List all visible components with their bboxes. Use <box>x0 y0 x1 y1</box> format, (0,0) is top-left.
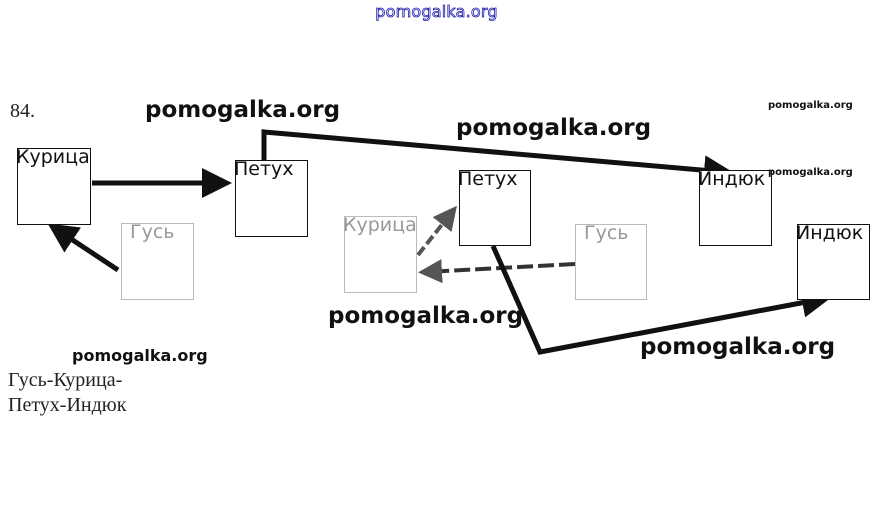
node-kuritsa: Курица <box>16 146 91 225</box>
node-label: Курица <box>16 146 90 168</box>
arrow-gus-to-kuritsa <box>47 223 120 273</box>
answer-line-1: Гусь-Курица- <box>8 369 123 391</box>
answer-text: Гусь-Курица- Петух-Индюк <box>8 368 126 418</box>
node-indyuk-2: Индюк <box>796 222 870 300</box>
watermark: pomogalka.org <box>456 115 652 141</box>
watermark: pomogalka.org <box>768 167 853 178</box>
watermark: pomogalka.org <box>328 303 524 329</box>
watermark: pomogalka.org <box>640 334 836 360</box>
node-label: Гусь <box>130 221 175 243</box>
node-gus: Гусь <box>121 221 194 300</box>
node-gus-2: Гусь <box>575 222 647 300</box>
node-label: Петух <box>234 158 294 180</box>
node-label: Курица <box>343 214 417 236</box>
node-kuritsa-2: Курица <box>343 214 417 293</box>
watermark-top: pomogalka.org <box>375 2 498 22</box>
node-label: Индюк <box>796 222 864 244</box>
watermark: pomogalka.org <box>145 97 341 123</box>
arrow-petukh2-to-indyuk2 <box>490 244 832 355</box>
node-indyuk-1: Индюк <box>698 168 772 246</box>
arrow-kuritsa2-to-petukh2 <box>416 205 457 257</box>
node-label: Петух <box>458 168 518 190</box>
problem-number: 84. <box>10 100 35 122</box>
answer-line-2: Петух-Индюк <box>8 394 127 416</box>
node-petukh-2: Петух <box>458 168 531 246</box>
watermark: pomogalka.org <box>72 346 208 365</box>
node-label: Гусь <box>584 222 629 244</box>
arrow-petukh-to-indyuk <box>261 129 734 186</box>
node-label: Индюк <box>698 168 766 190</box>
node-petukh: Петух <box>234 158 308 237</box>
watermark: pomogalka.org <box>768 100 853 111</box>
